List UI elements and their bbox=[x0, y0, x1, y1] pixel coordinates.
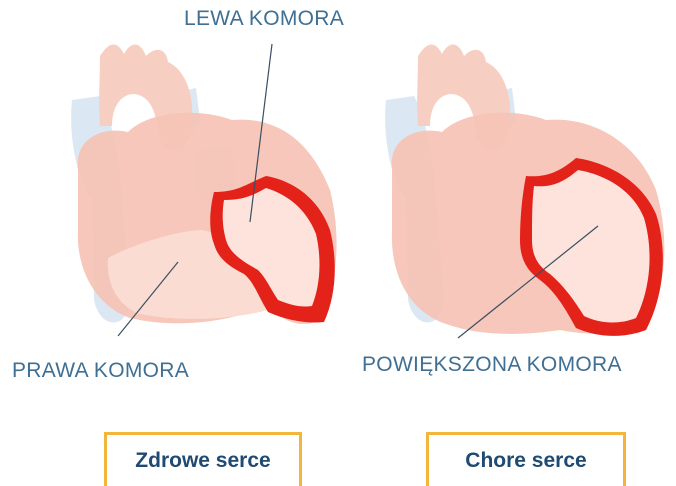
healthy-heart-button[interactable]: Zdrowe serce bbox=[104, 432, 302, 486]
healthy-heart-illustration bbox=[71, 44, 336, 336]
sick-heart-illustration bbox=[385, 45, 664, 339]
healthy-heart-button-label: Zdrowe serce bbox=[135, 449, 270, 473]
enlarged-ventricle-label: POWIĘKSZONA KOMORA bbox=[362, 354, 622, 375]
right-ventricle-label: PRAWA KOMORA bbox=[12, 360, 189, 381]
sick-heart-button-label: Chore serce bbox=[465, 449, 586, 473]
left-ventricle-label: LEWA KOMORA bbox=[184, 8, 344, 29]
sick-heart-button[interactable]: Chore serce bbox=[426, 432, 626, 486]
